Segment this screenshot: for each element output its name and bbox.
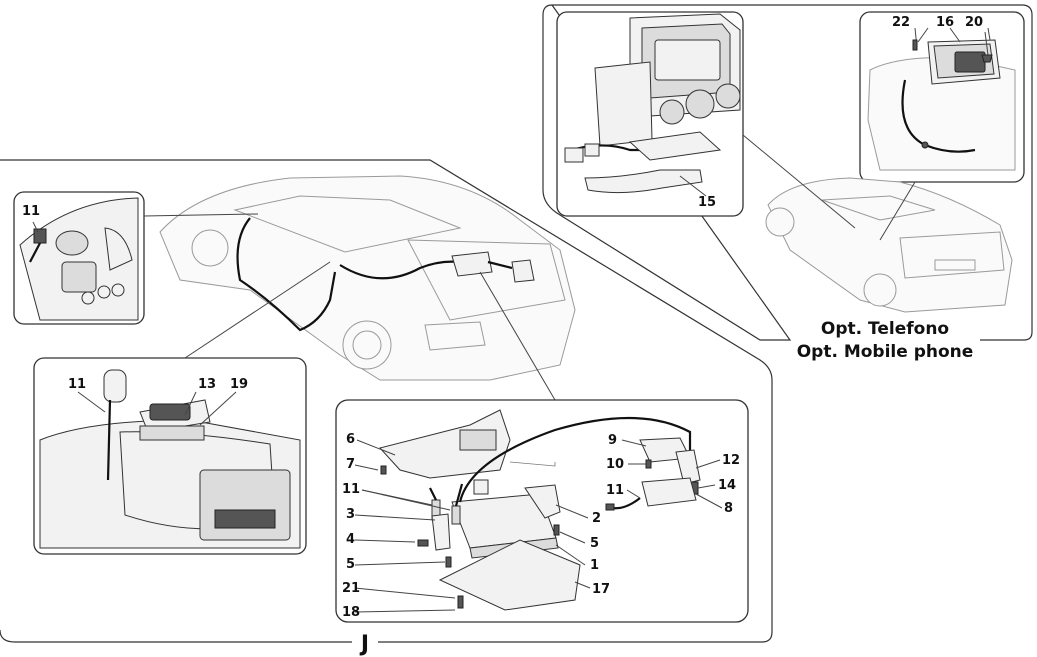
label-18: 18 (342, 605, 360, 620)
car-rear-view-drawing (765, 177, 1013, 313)
label-17: 17 (592, 582, 610, 597)
label-11-right: 11 (606, 483, 624, 498)
label-11-main: 11 (342, 482, 360, 497)
option-label-mobile-phone: Opt. Mobile phone (797, 342, 974, 362)
group-letter: J (359, 632, 369, 657)
label-20: 20 (965, 15, 983, 30)
label-11-console: 11 (68, 377, 86, 392)
main-group (0, 159, 773, 643)
option-label-telefono: Opt. Telefono (821, 319, 949, 339)
label-5-right: 5 (590, 536, 599, 551)
label-4: 4 (346, 532, 355, 547)
label-5-left: 5 (346, 557, 355, 572)
label-2: 2 (592, 511, 601, 526)
label-10: 10 (606, 457, 624, 472)
label-22: 22 (892, 15, 910, 30)
console-drawing (39, 369, 301, 549)
label-13: 13 (198, 377, 216, 392)
label-1: 1 (590, 558, 599, 573)
label-6: 6 (346, 432, 355, 447)
label-8: 8 (724, 501, 733, 516)
label-3: 3 (346, 507, 355, 522)
exploded-parts-drawing (379, 409, 701, 611)
label-21: 21 (342, 581, 360, 596)
label-15: 15 (698, 195, 716, 210)
label-7: 7 (346, 457, 355, 472)
keypad-icon (954, 51, 986, 73)
part-number-labels: 11 11 13 19 6 7 11 3 4 5 21 18 2 5 1 17 … (22, 15, 983, 620)
label-19: 19 (230, 377, 248, 392)
radio-unit-drawing (564, 13, 741, 197)
label-16: 16 (936, 15, 954, 30)
phone-option-group (542, 4, 1033, 341)
remote-keypad-icon (149, 403, 191, 421)
label-11-dashboard: 11 (22, 204, 40, 219)
phone-cradle-drawing (867, 27, 1016, 171)
label-12: 12 (722, 453, 740, 468)
screw-icon (380, 459, 652, 609)
leader-lines (32, 27, 991, 613)
car-side-view-drawing (159, 175, 576, 381)
dashboard-drawing (19, 197, 139, 321)
label-9: 9 (608, 433, 617, 448)
label-14: 14 (718, 478, 736, 493)
